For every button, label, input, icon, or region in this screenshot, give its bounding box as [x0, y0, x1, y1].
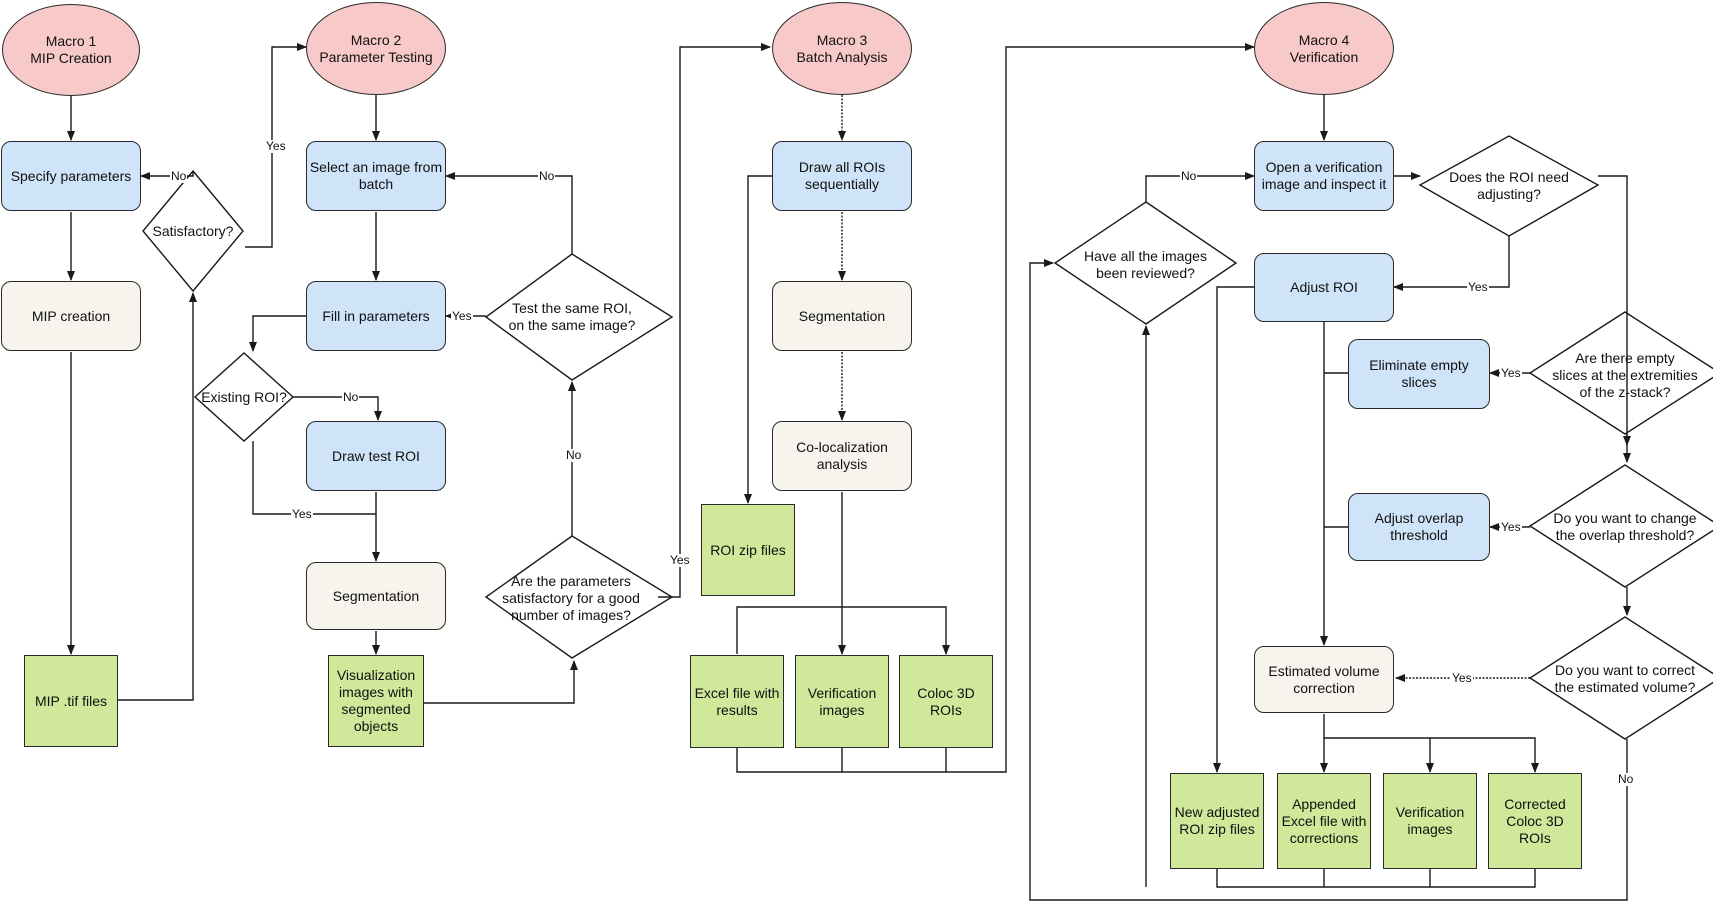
adjust-roi-box: Adjust ROI [1254, 253, 1394, 322]
label-yes-test-same: Yes [451, 309, 473, 323]
draw-all-rois-box: Draw all ROIs sequentially [772, 141, 912, 211]
adjust-overlap-threshold-box: Adjust overlap threshold [1348, 493, 1490, 561]
label-yes-satisfactory: Yes [265, 139, 287, 153]
satisfactory-decision: Satisfactory? [152, 222, 234, 239]
new-adjusted-roi-zip-file: New adjusted ROI zip files [1170, 773, 1264, 869]
mip-creation-box: MIP creation [1, 281, 141, 351]
draw-test-roi-box: Draw test ROI [306, 421, 446, 491]
label-yes-empty-slices: Yes [1500, 366, 1522, 380]
existing-roi-decision: Existing ROI? [201, 388, 287, 405]
roi-need-adjusting-decision: Does the ROI need adjusting? [1449, 169, 1569, 202]
segmentation-box-macro2: Segmentation [306, 562, 446, 630]
roi-zip-files: ROI zip files [701, 504, 795, 596]
correct-volume-decision: Do you want to correct the estimated vol… [1554, 662, 1696, 695]
segmentation-box-macro3: Segmentation [772, 281, 912, 351]
all-images-reviewed-decision: Have all the images been reviewed? [1084, 248, 1207, 281]
label-yes-need-adjust: Yes [1467, 280, 1489, 294]
connectors [67, 43, 1713, 901]
label-yes-overlap: Yes [1500, 520, 1522, 534]
label-no-existing-roi: No [342, 390, 360, 404]
estimated-volume-correction-box: Estimated volume correction [1254, 646, 1394, 713]
visualization-images-file: Visualization images with segmented obje… [328, 655, 424, 747]
label-no-params: No [565, 448, 583, 462]
macro4-title-oval: Macro 4 Verification [1254, 2, 1394, 95]
parameters-satisfactory-decision: Are the parameters satisfactory for a go… [502, 572, 640, 623]
empty-slices-decision: Are there empty slices at the extremitie… [1552, 349, 1698, 400]
specify-parameters-box: Specify parameters [1, 141, 141, 211]
appended-excel-file: Appended Excel file with corrections [1277, 773, 1371, 869]
test-same-roi-decision: Test the same ROI, on the same image? [508, 300, 636, 333]
macro2-title-oval: Macro 2 Parameter Testing [306, 2, 446, 95]
change-overlap-decision: Do you want to change the overlap thresh… [1553, 510, 1697, 543]
coloc-3d-rois-file: Coloc 3D ROIs [899, 655, 993, 748]
excel-results-file: Excel file with results [690, 655, 784, 748]
label-no-correct-volume: No [1617, 772, 1635, 786]
fill-parameters-box: Fill in parameters [306, 281, 446, 351]
label-yes-correct-volume: Yes [1451, 671, 1473, 685]
label-no-satisfactory: No [170, 169, 188, 183]
macro3-title-oval: Macro 3 Batch Analysis [772, 2, 912, 95]
verification-images-file-macro3: Verification images [795, 655, 889, 748]
label-yes-params: Yes [669, 553, 691, 567]
select-image-box: Select an image from batch [306, 141, 446, 211]
macro1-title-oval: Macro 1 MIP Creation [2, 4, 140, 96]
open-verification-image-box: Open a verification image and inspect it [1254, 141, 1394, 211]
label-yes-existing-roi: Yes [291, 507, 313, 521]
mip-tif-files: MIP .tif files [24, 655, 118, 747]
colocalization-analysis-box: Co-localization analysis [772, 421, 912, 491]
corrected-coloc-3d-rois-file: Corrected Coloc 3D ROIs [1488, 773, 1582, 869]
label-no-test-same: No [538, 169, 556, 183]
label-no-reviewed: No [1180, 169, 1198, 183]
verification-images-file-macro4: Verification images [1383, 773, 1477, 869]
eliminate-empty-slices-box: Eliminate empty slices [1348, 339, 1490, 409]
